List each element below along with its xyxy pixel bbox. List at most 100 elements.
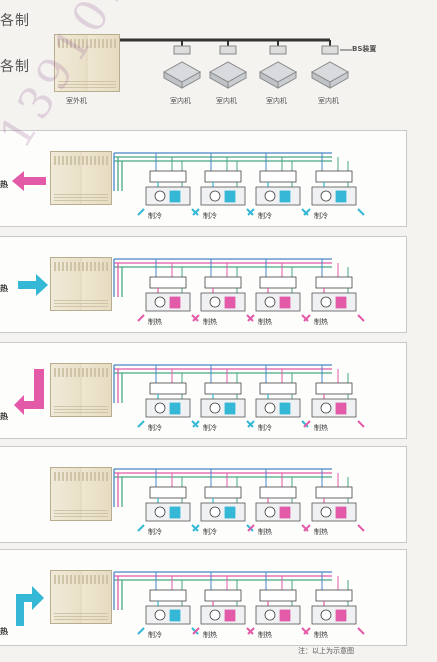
mode-panel: 制冷制冷制冷制热热: [0, 342, 407, 439]
indoor-unit: [145, 502, 191, 522]
outdoor-unit-image: [50, 570, 112, 624]
mode-label: 制热: [314, 528, 328, 536]
airflow-arrow: [247, 314, 255, 322]
indoor-unit-icon: [208, 61, 248, 89]
mode-label: 制冷: [258, 424, 272, 432]
direction-arrow-icon: [12, 171, 46, 191]
indoor-caption: 室内机: [266, 97, 287, 105]
indoor-unit: [255, 605, 301, 625]
mode-indicator: [279, 609, 291, 622]
indoor-caption: 室内机: [318, 97, 339, 105]
indoor-unit: [145, 398, 191, 418]
indoor-fan-icon: [154, 190, 166, 202]
airflow-arrow: [137, 314, 145, 322]
system-label-a: 各制: [0, 13, 30, 29]
airflow-arrow: [247, 524, 255, 532]
mode-panel: 制冷制冷制冷制冷热: [0, 130, 407, 227]
indoor-unit: [145, 605, 191, 625]
indoor-caption: 室内机: [216, 97, 237, 105]
indoor-unit: [200, 292, 246, 312]
indoor-unit: [255, 398, 301, 418]
airflow-arrow: [357, 314, 365, 322]
mode-indicator: [335, 609, 347, 622]
airflow-arrow: [192, 524, 200, 532]
mode-label: 制热: [203, 631, 217, 639]
indoor-unit: [145, 186, 191, 206]
bs-unit: [259, 382, 297, 395]
direction-arrow-icon: [16, 586, 44, 626]
bs-unit: [173, 45, 191, 55]
airflow-arrow: [247, 627, 255, 635]
mode-label: 制热: [148, 318, 162, 326]
mode-indicator: [279, 506, 291, 519]
indoor-fan-icon: [154, 296, 166, 308]
mode-label: 制热: [314, 424, 328, 432]
side-label: 热: [0, 180, 8, 189]
bs-unit: [315, 486, 353, 499]
bs-unit: [204, 486, 242, 499]
bs-unit: [315, 382, 353, 395]
mode-label: 制冷: [148, 631, 162, 639]
direction-arrow-icon: [18, 274, 48, 296]
mode-label: 制冷: [258, 212, 272, 220]
indoor-caption: 室内机: [170, 97, 191, 105]
airflow-arrow: [301, 420, 309, 428]
mode-indicator: [169, 506, 181, 519]
mode-panel: 制冷制冷制热制热: [0, 446, 407, 543]
airflow-arrow: [247, 208, 255, 216]
indoor-unit: [255, 186, 301, 206]
mode-indicator: [335, 190, 347, 203]
airflow-arrow: [192, 420, 200, 428]
airflow-arrow: [357, 627, 365, 635]
mode-label: 制热: [258, 528, 272, 536]
indoor-unit: [200, 502, 246, 522]
airflow-arrow: [137, 627, 145, 635]
indoor-fan-icon: [154, 506, 166, 518]
indoor-unit-icon: [310, 61, 350, 89]
indoor-fan-icon: [320, 609, 332, 621]
indoor-fan-icon: [264, 190, 276, 202]
mode-indicator: [224, 506, 236, 519]
mode-label: 制热: [203, 318, 217, 326]
outdoor-unit-image: [50, 151, 112, 205]
indoor-unit: [311, 292, 357, 312]
mode-indicator: [279, 402, 291, 415]
mode-label: 制热: [314, 318, 328, 326]
pipe-diagram: [113, 152, 365, 216]
mode-indicator: [224, 609, 236, 622]
bs-unit: [259, 486, 297, 499]
indoor-fan-icon: [264, 296, 276, 308]
indoor-unit: [200, 605, 246, 625]
airflow-arrow: [303, 314, 311, 322]
bs-unit: [259, 276, 297, 289]
bs-unit: [149, 589, 187, 602]
mode-indicator: [279, 296, 291, 309]
bs-label: BS装置: [352, 45, 377, 53]
mode-label: 制冷: [148, 212, 162, 220]
airflow-arrow: [301, 208, 309, 216]
mode-label: 制冷: [314, 212, 328, 220]
pipe-diagram: [113, 468, 365, 532]
airflow-arrow: [303, 627, 311, 635]
pipe-diagram: [113, 364, 365, 428]
direction-arrow-icon: [14, 369, 44, 415]
mode-panel: 制热制热制热制热热: [0, 236, 407, 333]
bs-unit: [259, 170, 297, 183]
indoor-fan-icon: [264, 506, 276, 518]
indoor-unit: [311, 605, 357, 625]
airflow-arrow: [192, 314, 200, 322]
airflow-arrow: [303, 524, 311, 532]
indoor-unit: [200, 186, 246, 206]
mode-indicator: [335, 506, 347, 519]
indoor-fan-icon: [154, 609, 166, 621]
indoor-fan-icon: [320, 402, 332, 414]
mode-label: 制热: [258, 631, 272, 639]
bs-unit: [269, 45, 287, 55]
bs-unit: [315, 276, 353, 289]
airflow-arrow: [357, 524, 365, 532]
indoor-unit: [145, 292, 191, 312]
indoor-fan-icon: [320, 190, 332, 202]
airflow-arrow: [357, 208, 365, 216]
side-label: 热: [0, 627, 8, 636]
bs-unit: [204, 276, 242, 289]
